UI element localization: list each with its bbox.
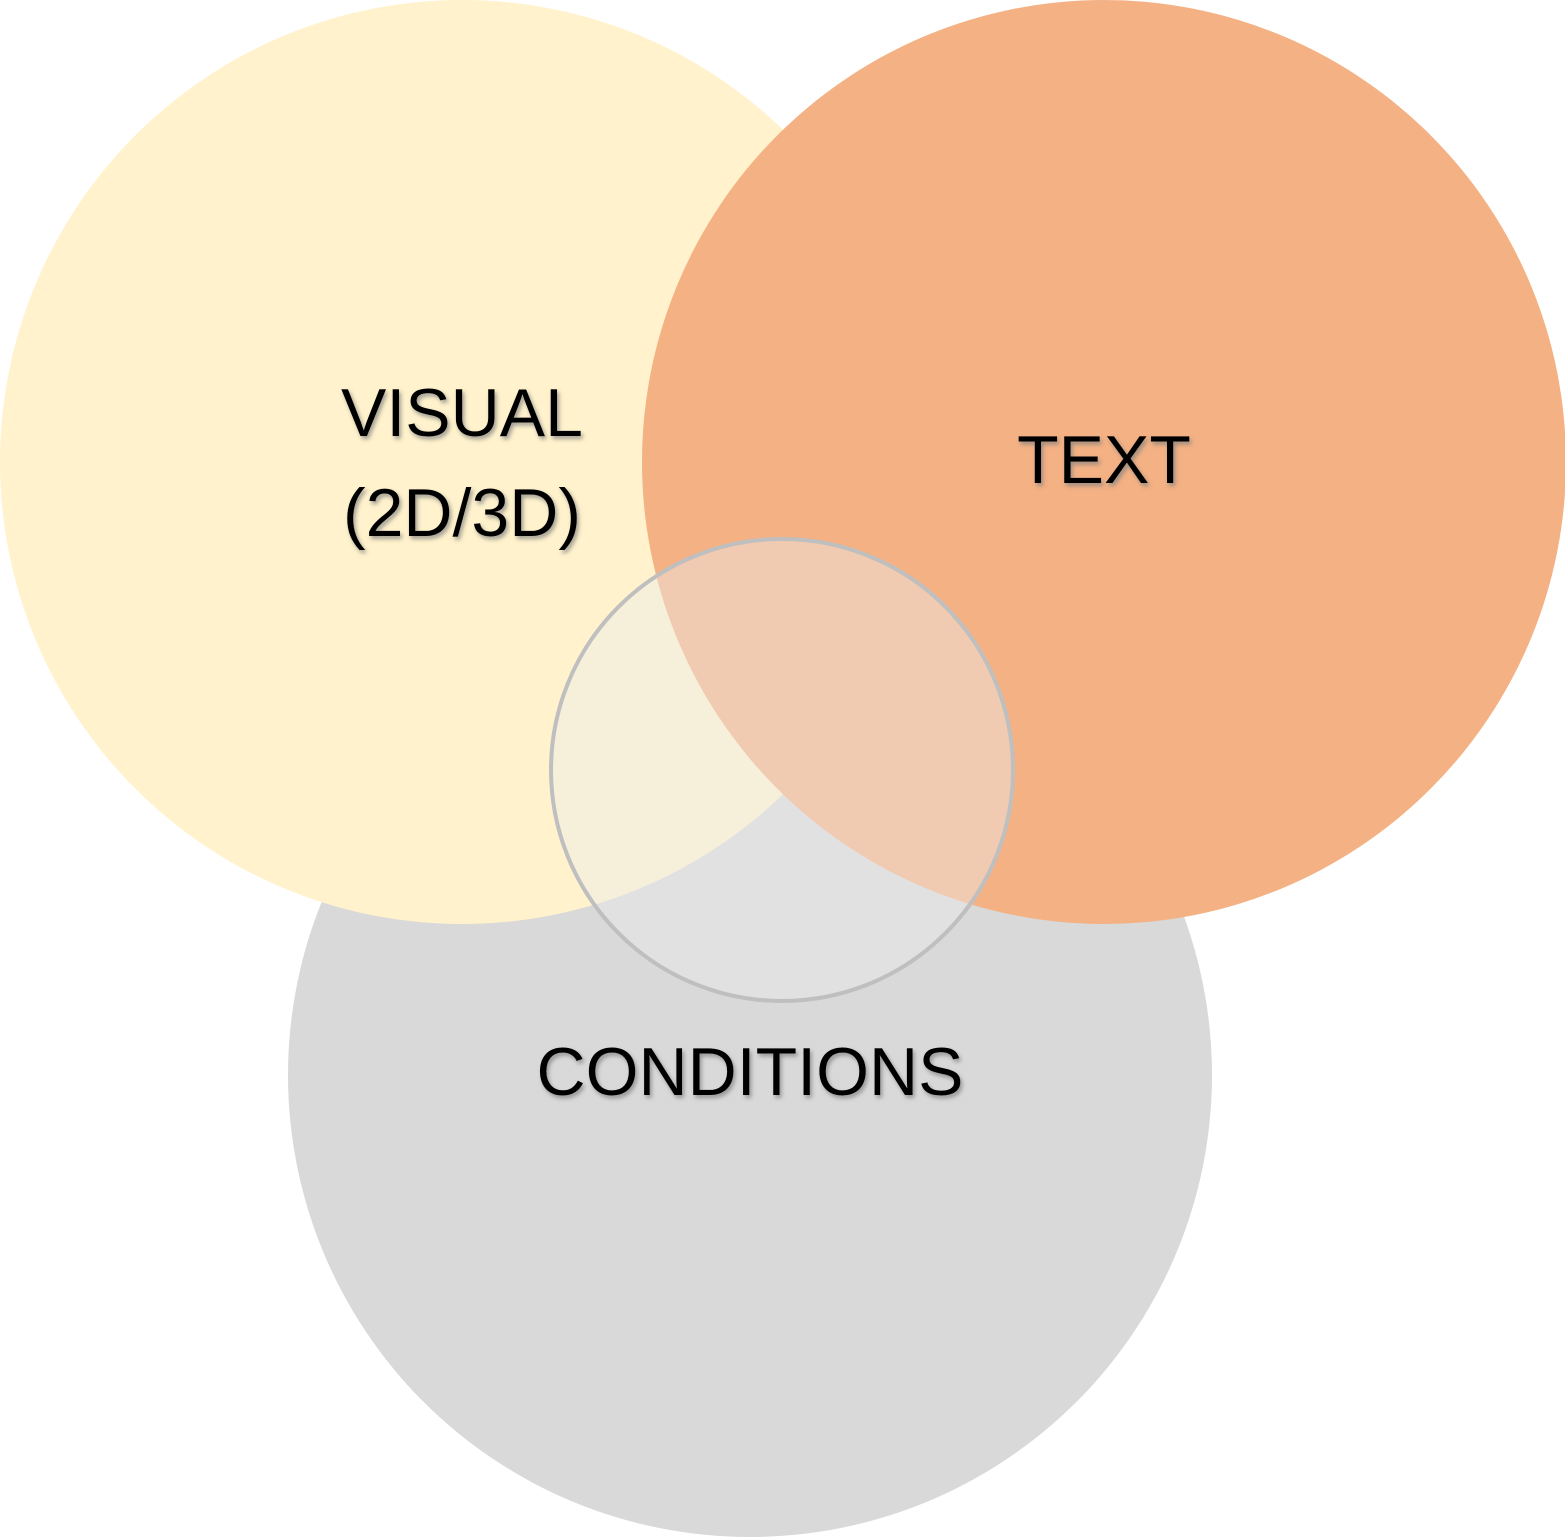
text-label: TEXT: [1017, 422, 1191, 498]
visual-set-circle: [0, 0, 924, 924]
conditions-label: CONDITIONS: [537, 1034, 964, 1110]
text-set-circle: [642, 0, 1565, 924]
visual-label-line-1: VISUAL: [341, 375, 583, 451]
center-overlap-circle: [549, 537, 1015, 1003]
visual-label-line-2: (2D/3D): [343, 475, 581, 551]
set-labels: VISUAL (2D/3D) TEXT CONDITIONS: [341, 375, 1191, 1110]
